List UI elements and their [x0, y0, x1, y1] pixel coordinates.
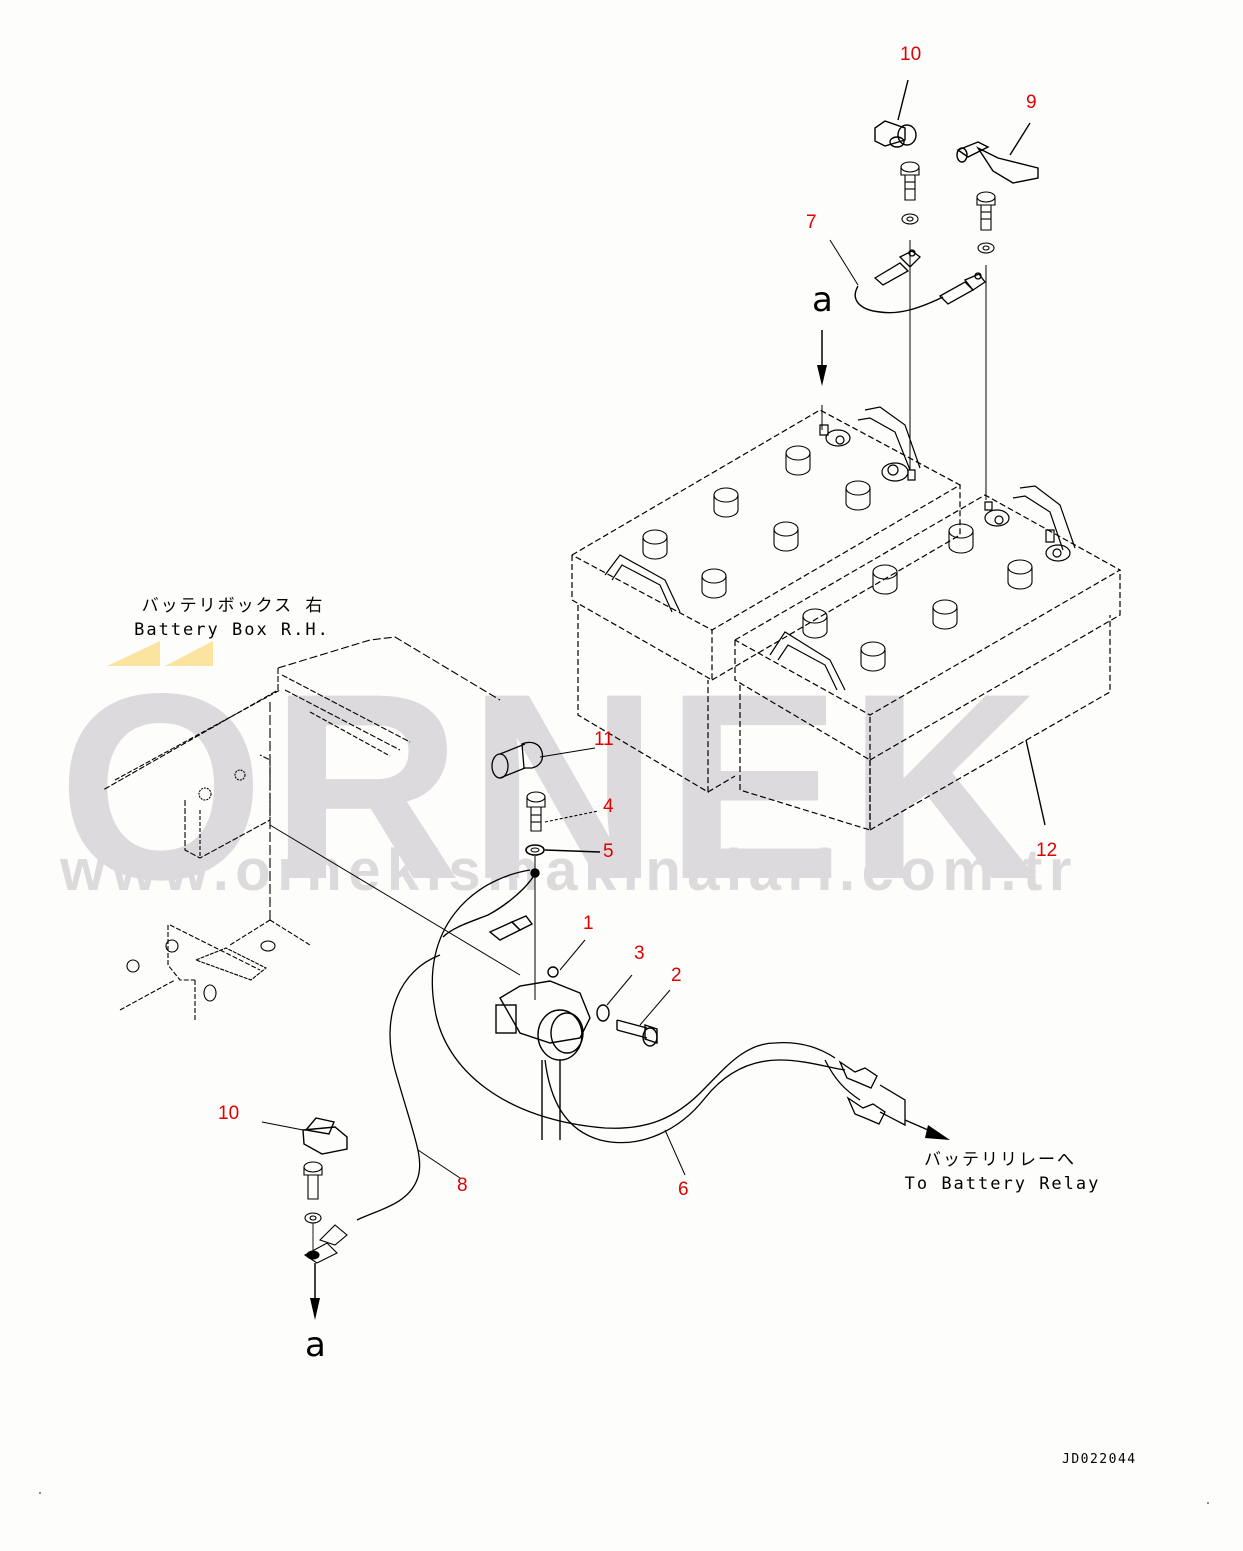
callout-2[interactable]: 2	[671, 965, 682, 986]
callout-10-bottom[interactable]: 10	[218, 1103, 240, 1124]
callout-8[interactable]: 8	[457, 1175, 468, 1196]
upper-bolts	[900, 161, 996, 254]
part-10-bottom-cover	[261, 1117, 348, 1155]
part-11-cap	[491, 741, 596, 779]
part-12-leader	[1025, 739, 1046, 826]
callout-10-top[interactable]: 10	[900, 44, 922, 65]
callout-1[interactable]: 1	[583, 913, 594, 934]
to-relay-label-en: To Battery Relay	[904, 1174, 1101, 1194]
drawing-id: JD022044	[1062, 1452, 1137, 1467]
callout-6[interactable]: 6	[678, 1179, 689, 1200]
battery-rear-caps	[642, 445, 871, 599]
battery-box-label-en: Battery Box R.H.	[134, 620, 330, 640]
battery-rear-terminals	[819, 424, 916, 482]
reference-mark-a-top: a	[812, 280, 833, 320]
callout-11[interactable]: 11	[594, 729, 614, 750]
lower-bolt-washer-terminal	[303, 1161, 348, 1264]
watermark-brand: ORNEK	[58, 639, 1046, 935]
part-6-harness	[431, 869, 950, 1176]
part-1-battery-relay	[442, 868, 591, 1140]
reference-arrow-bottom	[310, 1263, 320, 1320]
battery-rear	[571, 409, 962, 794]
part-8-ground-cable	[356, 954, 461, 1221]
battery-front-handle	[769, 485, 1076, 691]
part-5-washer	[525, 844, 601, 856]
part-7-jumper-cable	[829, 239, 986, 314]
battery-box-label-jp: バッテリボックス 右	[141, 596, 325, 616]
reference-mark-a-bottom: a	[305, 1325, 326, 1365]
callout-3[interactable]: 3	[634, 943, 645, 964]
callout-12[interactable]: 12	[1036, 840, 1058, 861]
battery-front	[734, 494, 1122, 831]
callout-7[interactable]: 7	[806, 212, 817, 233]
part-3-washer	[596, 974, 633, 1022]
part-2-bolt	[616, 989, 671, 1047]
part-10-top-cover	[874, 79, 917, 148]
callout-4[interactable]: 4	[603, 796, 614, 817]
watermark-umlaut-accent	[107, 641, 213, 666]
battery-front-caps	[802, 523, 1033, 672]
battery-front-terminals	[984, 501, 1071, 562]
callout-5[interactable]: 5	[603, 841, 614, 862]
battery-box-rh	[102, 636, 521, 1020]
part-4-bolt	[526, 791, 599, 832]
to-relay-label-jp: バッテリリレーへ	[924, 1150, 1076, 1170]
part-9-cover	[956, 122, 1039, 184]
battery-rear-handle	[604, 406, 921, 613]
callout-9[interactable]: 9	[1026, 92, 1037, 113]
reference-arrow-top	[817, 330, 827, 386]
